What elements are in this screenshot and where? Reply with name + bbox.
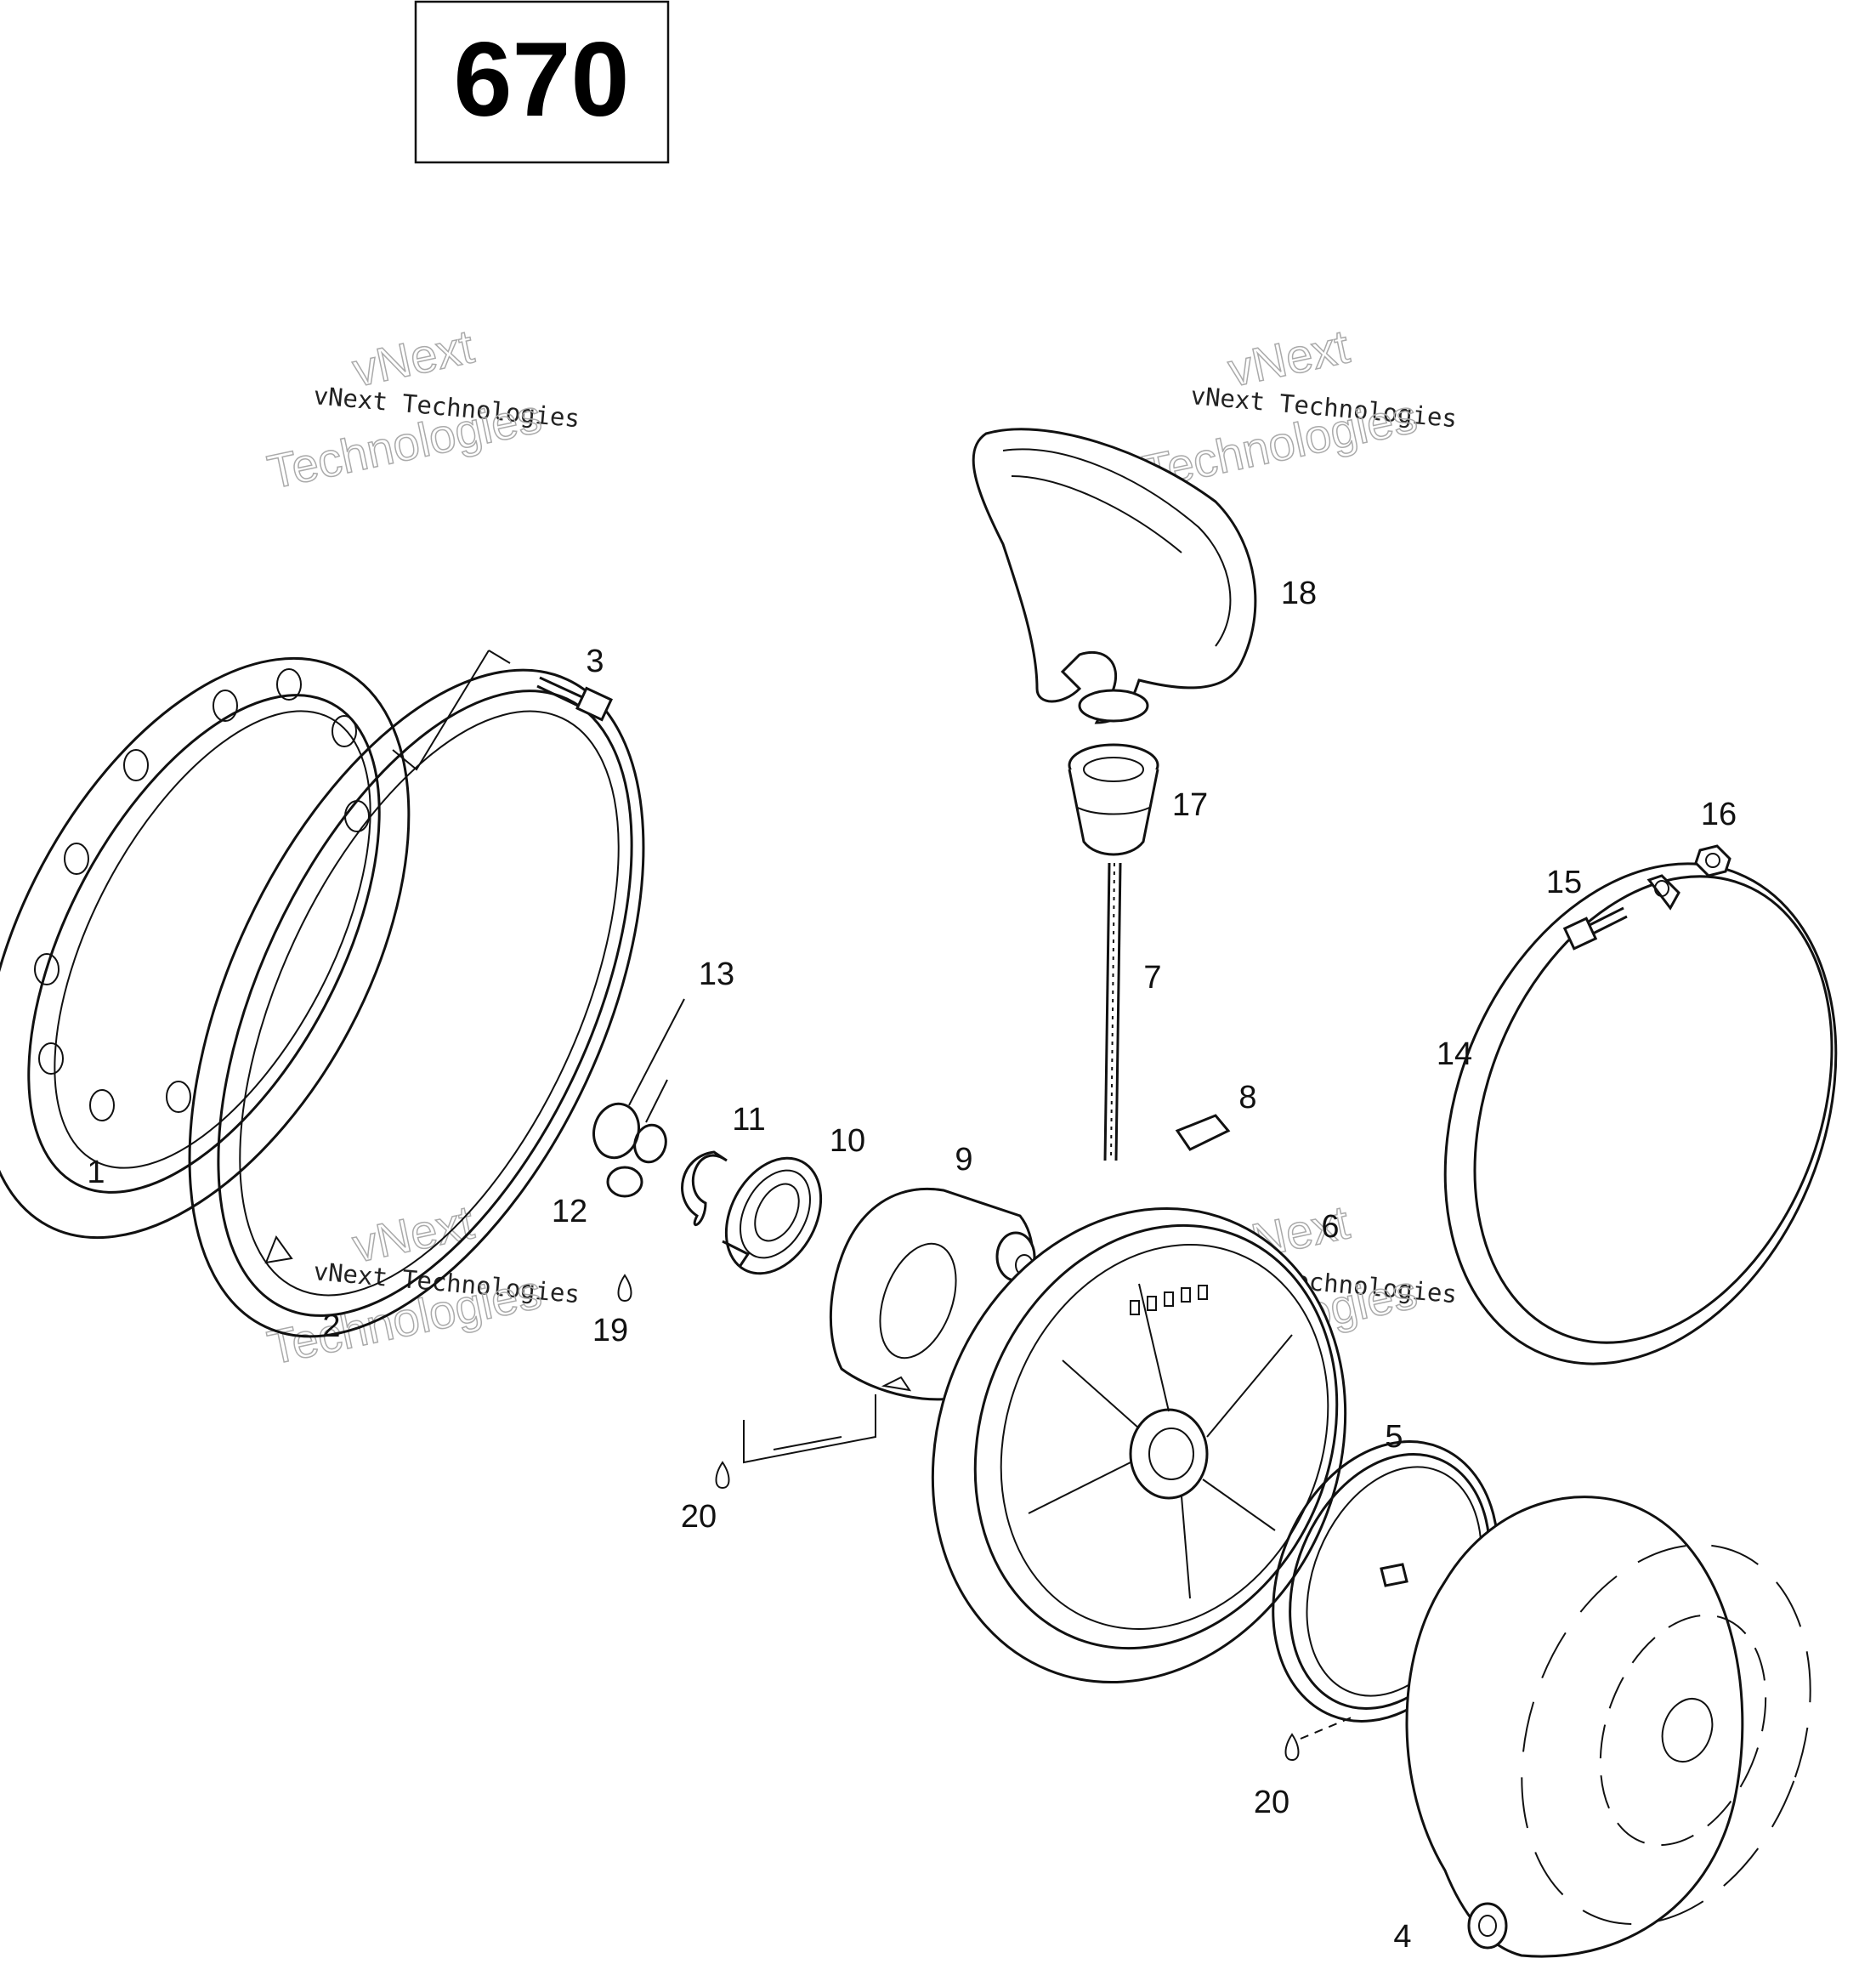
- part-11-clip: [681, 1150, 728, 1227]
- part-label: 11: [732, 1102, 765, 1138]
- part-label: 13: [699, 956, 734, 992]
- watermark: vNext Technologies vNext Technologies vN…: [263, 319, 1459, 1376]
- part-label: 16: [1701, 797, 1737, 832]
- model-number-box: 670: [414, 0, 670, 164]
- part-17-rope-guide: [1068, 743, 1159, 856]
- part-label: 6: [1321, 1209, 1339, 1245]
- watermark-text: vNext: [348, 1195, 479, 1272]
- part-1-housing-ring: [0, 656, 411, 1240]
- part-label: 5: [1385, 1419, 1403, 1455]
- part-16-nut: [1694, 844, 1731, 877]
- part-label: 19: [592, 1313, 628, 1348]
- part-3-screw: [392, 650, 613, 771]
- grease-drop-icon: [715, 1461, 730, 1490]
- part-2-starter-ring: [188, 668, 645, 1338]
- part-label: 12: [552, 1194, 587, 1229]
- part-label: 20: [681, 1499, 717, 1535]
- part-label: 8: [1238, 1080, 1256, 1115]
- part-12-13-clip: [592, 998, 685, 1198]
- grease-drop-icon: [1284, 1733, 1300, 1762]
- part-14-band: [1443, 862, 1838, 1365]
- part-label: 7: [1143, 960, 1161, 996]
- part-label: 10: [830, 1123, 865, 1159]
- watermark-text: vNext: [1223, 319, 1354, 396]
- part-label: 14: [1437, 1036, 1472, 1072]
- part-label: 1: [87, 1155, 105, 1190]
- leader-line: [773, 1436, 842, 1450]
- part-6-pulley: [931, 1206, 1347, 1684]
- part-label: 17: [1172, 787, 1208, 823]
- part-label: 20: [1254, 1785, 1289, 1820]
- part-7-rope: [1103, 862, 1122, 1161]
- watermark-text: vNext: [348, 319, 479, 396]
- part-label: 3: [586, 644, 604, 679]
- part-label: 2: [322, 1308, 340, 1344]
- leader-line: [743, 1394, 876, 1464]
- leader-line: [1300, 1717, 1352, 1740]
- part-label: 4: [1393, 1919, 1411, 1955]
- part-labels: 1 2 3 4 5 6 7 8 9 10 11 12 13 14 15 16 1…: [87, 576, 1737, 1955]
- part-8-key: [1175, 1114, 1231, 1151]
- part-15-screw: [1562, 906, 1628, 951]
- part-18-handle: [972, 428, 1257, 724]
- part-4-cover: [1405, 1496, 1811, 1958]
- part-label: 9: [955, 1142, 972, 1178]
- part-label: 15: [1546, 865, 1582, 900]
- model-number: 670: [454, 21, 630, 139]
- part-label: 18: [1281, 576, 1317, 611]
- part-10-pawl-disc: [722, 1156, 823, 1275]
- grease-drop-icon: [617, 1274, 632, 1303]
